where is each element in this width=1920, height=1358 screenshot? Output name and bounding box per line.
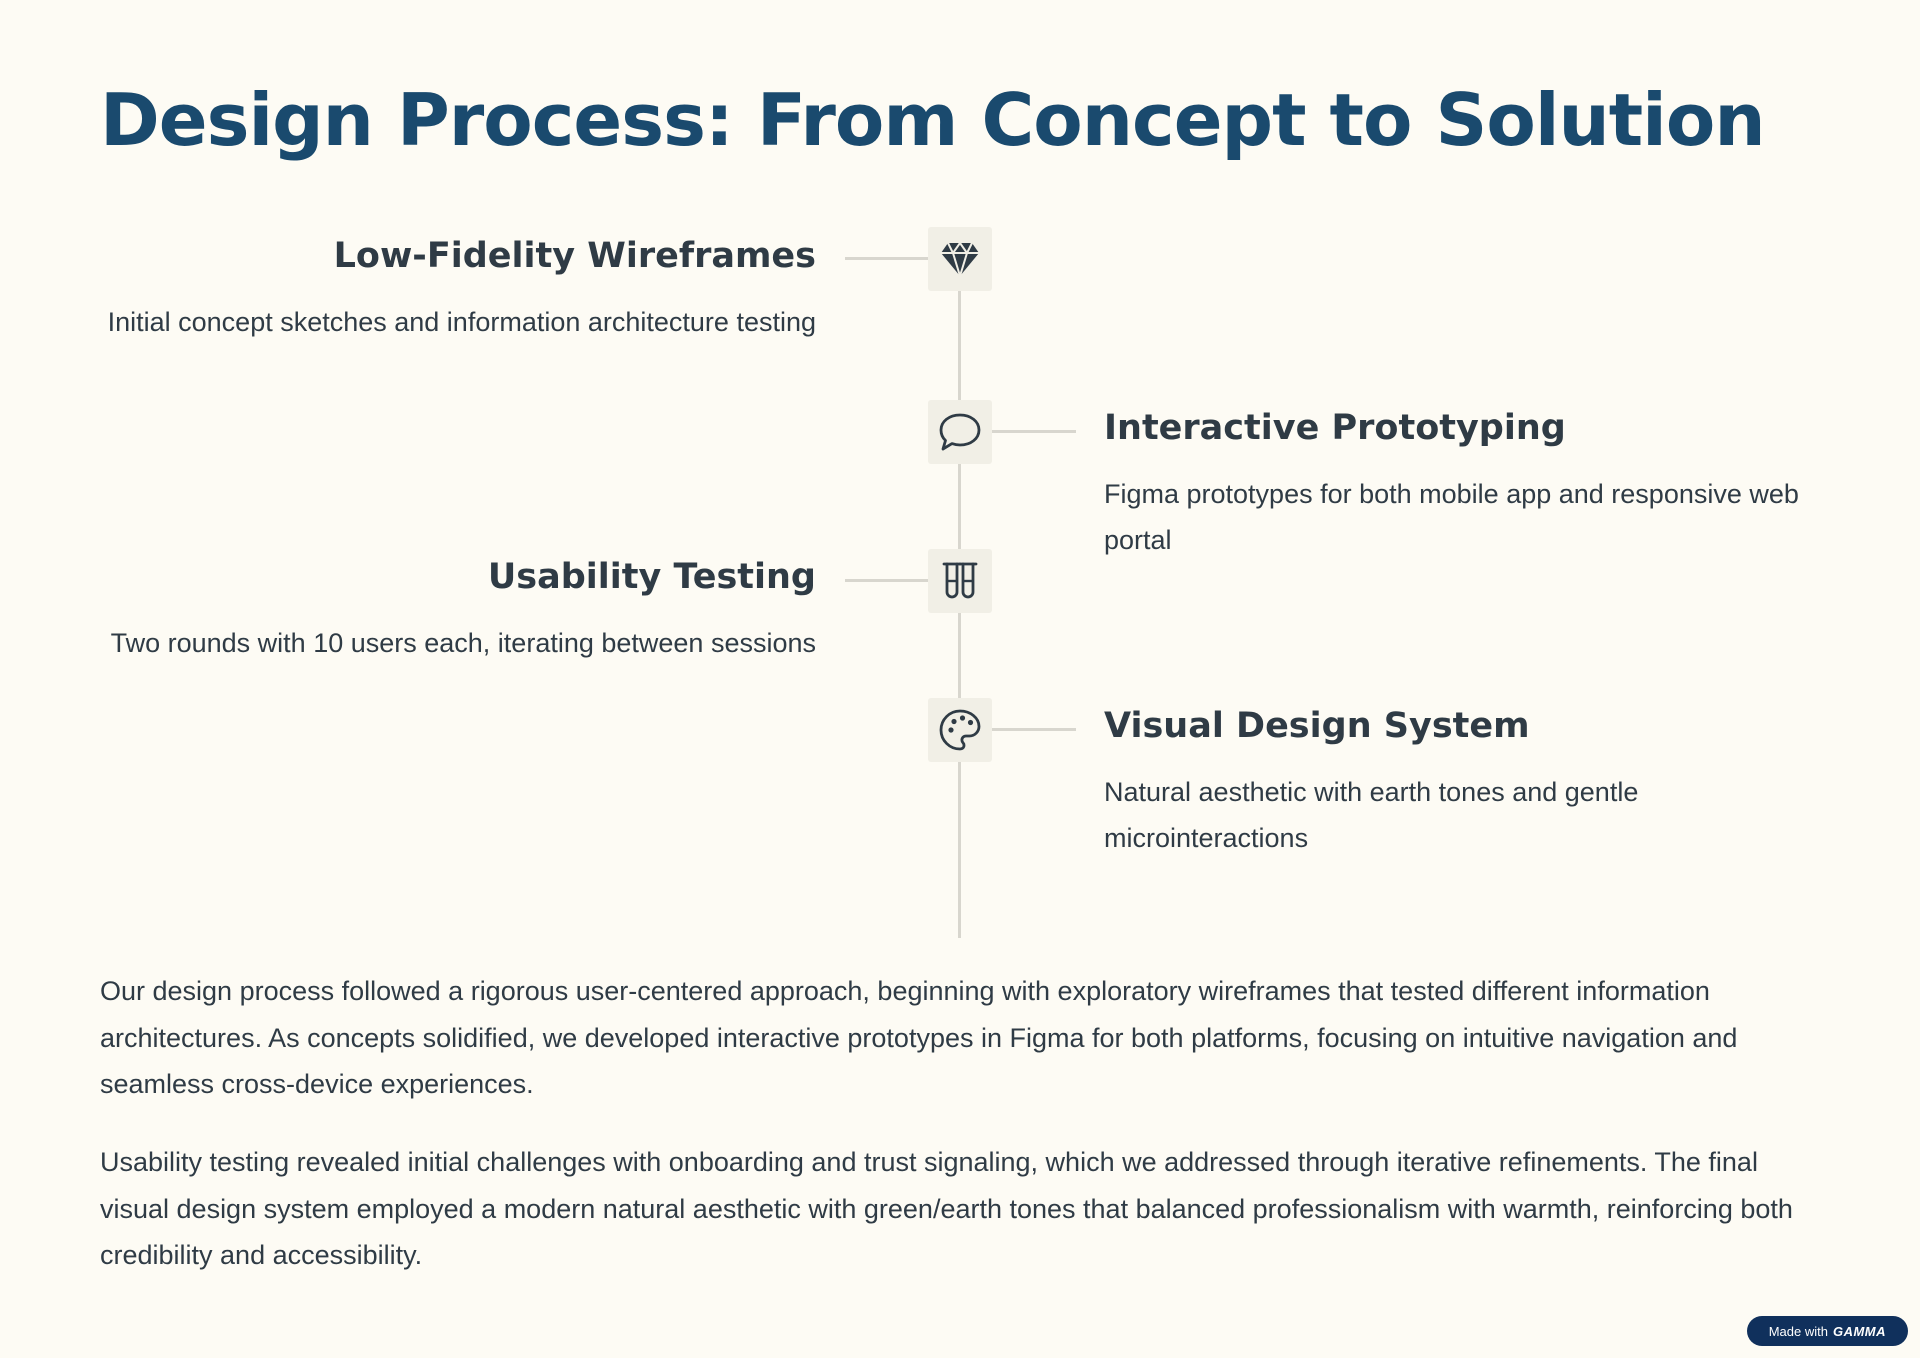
connector-line bbox=[992, 430, 1076, 433]
step-icon-box bbox=[928, 400, 992, 464]
step-icon-box bbox=[928, 227, 992, 291]
step-title-wireframes: Low-Fidelity Wireframes bbox=[333, 236, 816, 276]
made-with-gamma-badge[interactable]: Made with GAMMA bbox=[1746, 1316, 1908, 1346]
diamond-icon bbox=[941, 241, 979, 279]
step-icon-box bbox=[928, 549, 992, 613]
step-description-prototyping: Figma prototypes for both mobile app and… bbox=[1104, 479, 1799, 555]
palette-icon bbox=[939, 709, 981, 751]
test-tubes-icon bbox=[942, 562, 978, 599]
step-icon-box bbox=[928, 698, 992, 762]
step-title-prototyping: Interactive Prototyping bbox=[1104, 408, 1566, 448]
body-paragraph-testing: Usability testing revealed initial chall… bbox=[100, 1147, 1793, 1270]
connector-line bbox=[992, 728, 1076, 731]
speech-bubble-icon bbox=[939, 413, 981, 451]
body-paragraph-process: Our design process followed a rigorous u… bbox=[100, 976, 1738, 1099]
connector-line bbox=[845, 579, 928, 582]
step-description-visual-design: Natural aesthetic with earth tones and g… bbox=[1104, 777, 1639, 853]
gamma-logo: GAMMA bbox=[1832, 1323, 1886, 1339]
badge-prefix: Made with bbox=[1768, 1323, 1828, 1339]
page-title: Design Process: From Concept to Solution bbox=[100, 78, 1766, 162]
step-title-visual-design: Visual Design System bbox=[1104, 706, 1530, 746]
connector-line bbox=[845, 257, 928, 260]
step-description-wireframes: Initial concept sketches and information… bbox=[107, 307, 816, 337]
step-title-usability: Usability Testing bbox=[487, 557, 816, 597]
step-description-usability: Two rounds with 10 users each, iterating… bbox=[110, 628, 816, 658]
